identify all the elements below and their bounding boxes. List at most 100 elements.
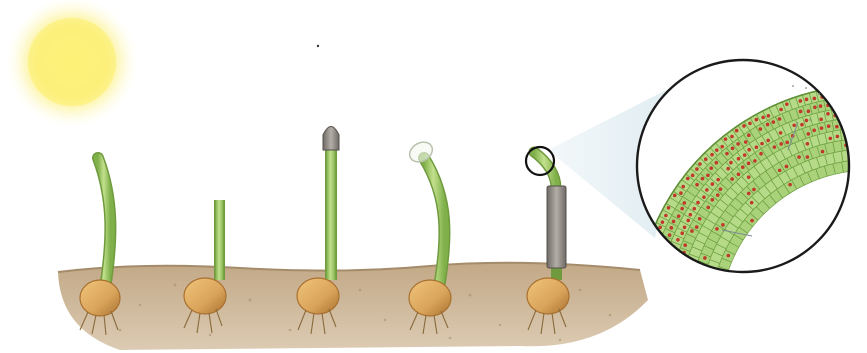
auxin-dot [665, 266, 669, 270]
auxin-dot [742, 124, 746, 128]
cell [650, 270, 662, 279]
auxin-dot [683, 287, 687, 291]
auxin-dot [692, 207, 696, 211]
cell [679, 292, 690, 301]
auxin-dot [847, 102, 851, 106]
auxin-dot [821, 150, 825, 154]
auxin-dot [653, 273, 657, 277]
auxin-dot [664, 281, 668, 285]
seedling-3-opaque-cap [297, 127, 339, 335]
cell [642, 256, 654, 265]
auxin-dot [729, 161, 733, 165]
cell [862, 117, 867, 128]
auxin-dot [759, 152, 763, 156]
auxin-dot [819, 118, 823, 122]
opaque-cap-icon [323, 127, 339, 151]
cell [701, 284, 713, 294]
cell [664, 255, 676, 265]
auxin-dot [748, 122, 752, 126]
auxin-dot [659, 259, 663, 263]
auxin-dot [698, 162, 702, 166]
auxin-dot [672, 220, 676, 224]
cell [838, 97, 846, 108]
cell [653, 256, 665, 266]
auxin-dot [771, 120, 775, 124]
cell [861, 106, 867, 117]
cell [859, 159, 867, 170]
cell [846, 107, 854, 118]
auxin-dot [799, 99, 803, 103]
auxin-dot [779, 108, 783, 112]
auxin-dot [855, 110, 859, 114]
auxin-dot [799, 110, 803, 114]
cell [699, 301, 710, 310]
auxin-dot [645, 260, 649, 264]
cell [649, 277, 661, 286]
auxin-dot [704, 157, 708, 161]
auxin-dot [863, 108, 867, 112]
auxin-dot [833, 93, 837, 97]
auxin-dot [813, 105, 817, 109]
auxin-dot [642, 273, 646, 277]
auxin-dot [806, 155, 810, 159]
magnified-tip-view [635, 60, 867, 311]
auxin-dot [653, 239, 657, 243]
cell [853, 96, 861, 107]
auxin-dot [854, 100, 858, 104]
auxin-dot [807, 132, 811, 136]
auxin-dot [850, 133, 854, 137]
cell [658, 284, 670, 293]
auxin-dot [696, 287, 700, 291]
cell [668, 292, 679, 301]
auxin-dot [737, 157, 741, 161]
auxin-dot [850, 123, 854, 127]
auxin-dot [661, 252, 665, 256]
auxin-dot [692, 303, 696, 307]
auxin-dot [649, 246, 653, 250]
auxin-dot [827, 92, 831, 96]
auxin-dot [672, 295, 676, 299]
auxin-dot [721, 223, 725, 227]
auxin-dot [666, 273, 670, 277]
cell [712, 284, 724, 295]
auxin-dot [720, 145, 724, 149]
cell [678, 300, 689, 309]
auxin-dot [725, 152, 729, 156]
cell [710, 301, 721, 311]
auxin-dot [860, 141, 864, 145]
auxin-dot [667, 258, 671, 262]
auxin-dot [683, 226, 687, 230]
auxin-dot [779, 142, 783, 146]
cell [655, 249, 667, 259]
auxin-dot [860, 90, 864, 94]
auxin-dot [747, 192, 751, 196]
auxin-dot [689, 213, 693, 217]
auxin-dot [747, 162, 751, 166]
auxin-dot [691, 174, 695, 178]
auxin-dot [778, 169, 782, 173]
auxin-dot [761, 116, 765, 120]
cell [657, 242, 669, 252]
cell [662, 263, 674, 273]
auxin-dot [842, 113, 846, 117]
auxin-dot [840, 100, 844, 104]
auxin-dot [662, 246, 666, 250]
auxin-dot [668, 233, 672, 237]
cell [688, 300, 699, 309]
auxin-dot [755, 118, 759, 122]
auxin-dot [701, 177, 705, 181]
auxin-dot [849, 112, 853, 116]
auxin-dot [835, 125, 839, 129]
auxin-dot [667, 206, 671, 210]
auxin-dot [760, 142, 764, 146]
auxin-dot [755, 145, 759, 149]
cell [659, 277, 671, 286]
auxin-dot [753, 159, 757, 163]
auxin-dot [676, 238, 680, 242]
auxin-dot [724, 137, 728, 141]
auxin-dot [706, 287, 710, 291]
auxin-dot [695, 225, 699, 229]
auxin-dot [715, 148, 719, 152]
auxin-dot [800, 123, 804, 127]
cell [692, 276, 704, 286]
